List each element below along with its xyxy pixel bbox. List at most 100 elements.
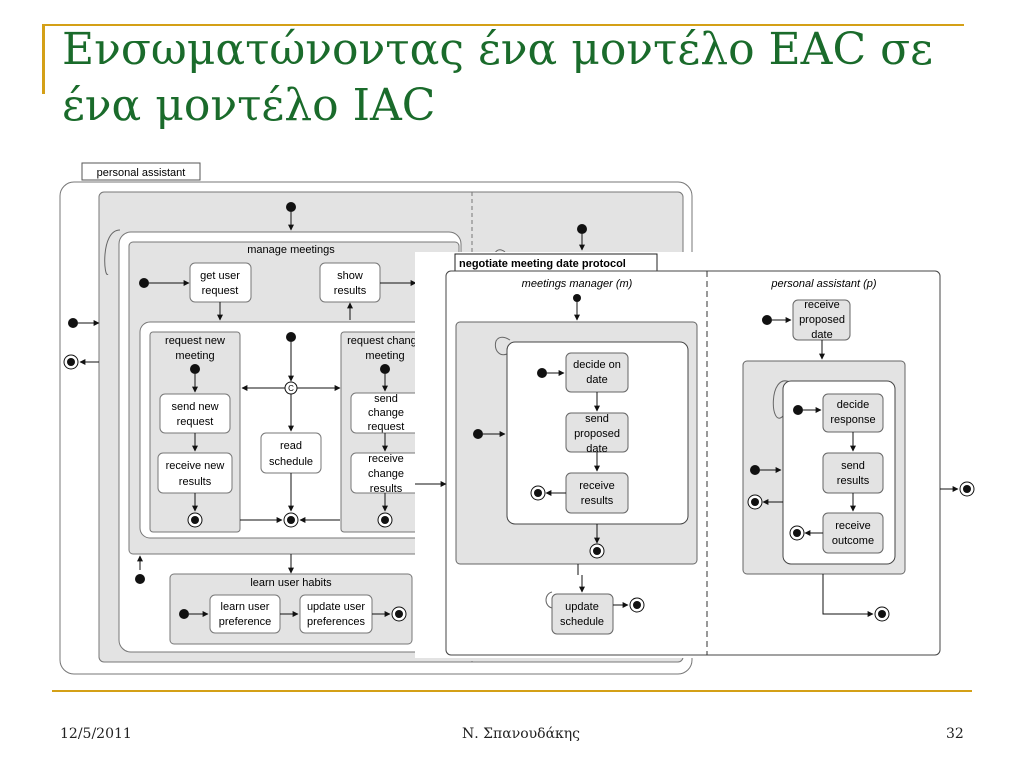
send-results-line1: send — [841, 460, 865, 472]
receive-results-state — [565, 472, 629, 514]
svg-text:meeting: meeting — [175, 350, 214, 362]
svg-text:receive: receive — [368, 453, 403, 465]
receive-proposed-date-line1: receive — [804, 299, 839, 311]
svg-text:receive: receive — [579, 480, 614, 492]
receive-results-line2: results — [581, 495, 614, 507]
bottom-rule — [52, 690, 972, 692]
learn-user-preference-line1: learn user — [221, 601, 270, 613]
decide-on-date-line1: decide on — [573, 359, 621, 371]
send-proposed-date-line2: proposed — [574, 428, 620, 440]
receive-outcome-state — [822, 512, 884, 554]
update-schedule-line2: schedule — [560, 616, 604, 628]
receive-outcome-line2: outcome — [832, 535, 874, 547]
receive-new-results-line2: results — [179, 476, 212, 488]
update-schedule-state — [551, 593, 614, 635]
decide-on-date-line2: date — [586, 374, 607, 386]
show-results-line1: show — [337, 270, 363, 282]
footer-author: Ν. Σπανουδάκης — [462, 726, 581, 742]
get-user-request-line1: get user — [200, 270, 240, 282]
svg-text:send: send — [585, 413, 609, 425]
receive-change-results-line3: results — [370, 483, 403, 495]
top-rule — [42, 24, 964, 26]
svg-text:date: date — [586, 443, 607, 455]
send-change-request-line2: change — [368, 407, 404, 419]
svg-text:receive: receive — [835, 520, 870, 532]
receive-proposed-date-line3: date — [811, 329, 832, 341]
svg-text:request: request — [177, 416, 214, 428]
send-change-request-line3: request — [368, 421, 405, 433]
receive-outcome-line1: receive — [835, 520, 870, 532]
svg-text:results: results — [179, 476, 212, 488]
learn-user-habits-label: learn user habits — [250, 577, 332, 589]
svg-text:receive new: receive new — [166, 460, 225, 472]
right-diagram: negotiate meeting date protocol meetings… — [415, 252, 975, 658]
initial-state — [68, 318, 78, 328]
title-accent-bar — [42, 24, 45, 94]
svg-text:proposed: proposed — [799, 314, 845, 326]
svg-text:request: request — [202, 285, 239, 297]
svg-text:change: change — [368, 468, 404, 480]
read-schedule-line2: schedule — [269, 456, 313, 468]
svg-text:update user: update user — [307, 601, 365, 613]
send-change-request-line1: send — [374, 393, 398, 405]
learn-user-preference-line2: preference — [219, 616, 272, 628]
footer-page-number: 32 — [946, 726, 964, 742]
send-results-state — [822, 452, 884, 494]
read-schedule-line1: read — [280, 440, 302, 452]
personal-assistant-tab-label: personal assistant — [97, 167, 186, 179]
svg-text:decide on: decide on — [573, 359, 621, 371]
svg-text:meeting: meeting — [365, 350, 404, 362]
protocol-tab-label: negotiate meeting date protocol — [459, 258, 626, 270]
svg-text:proposed: proposed — [574, 428, 620, 440]
svg-text:request: request — [368, 421, 405, 433]
initial-state — [286, 202, 296, 212]
svg-text:results: results — [334, 285, 367, 297]
svg-text:results: results — [581, 495, 614, 507]
svg-text:show: show — [337, 270, 363, 282]
svg-text:send new: send new — [171, 401, 218, 413]
svg-text:date: date — [586, 374, 607, 386]
svg-text:outcome: outcome — [832, 535, 874, 547]
personal-assistant-role-label: personal assistant (p) — [770, 278, 876, 290]
receive-proposed-date-line2: proposed — [799, 314, 845, 326]
manage-meetings-label: manage meetings — [247, 244, 335, 256]
svg-text:send: send — [374, 393, 398, 405]
connector-label: C — [288, 384, 294, 393]
svg-text:preferences: preferences — [307, 616, 366, 628]
request-new-meeting-line1: request new — [165, 335, 225, 347]
svg-text:request change: request change — [347, 335, 423, 347]
send-proposed-date-line1: send — [585, 413, 609, 425]
update-user-preferences-line2: preferences — [307, 616, 366, 628]
svg-text:learn user: learn user — [221, 601, 270, 613]
svg-text:schedule: schedule — [269, 456, 313, 468]
svg-text:date: date — [811, 329, 832, 341]
footer-date: 12/5/2011 — [60, 726, 132, 742]
svg-text:request new: request new — [165, 335, 225, 347]
request-change-meeting-line1: request change — [347, 335, 423, 347]
receive-change-results-line2: change — [368, 468, 404, 480]
receive-change-results-line1: receive — [368, 453, 403, 465]
self-loop — [104, 229, 121, 275]
decide-response-line2: response — [830, 414, 875, 426]
svg-text:results: results — [837, 475, 870, 487]
decide-response-line1: decide — [837, 399, 869, 411]
svg-text:change: change — [368, 407, 404, 419]
send-new-request-line1: send new — [171, 401, 218, 413]
send-results-line2: results — [837, 475, 870, 487]
svg-text:send: send — [841, 460, 865, 472]
svg-text:decide: decide — [837, 399, 869, 411]
svg-text:schedule: schedule — [560, 616, 604, 628]
svg-text:response: response — [830, 414, 875, 426]
get-user-request-line2: request — [202, 285, 239, 297]
svg-text:read: read — [280, 440, 302, 452]
svg-text:preference: preference — [219, 616, 272, 628]
personal-assistant-tab — [81, 162, 201, 181]
send-proposed-date-line3: date — [586, 443, 607, 455]
svg-text:receive: receive — [804, 299, 839, 311]
request-change-meeting-line2: meeting — [365, 350, 404, 362]
slide-title: Ενσωματώνοντας ένα μοντέλο EAC σε ένα μο… — [62, 24, 933, 131]
svg-text:get user: get user — [200, 270, 240, 282]
update-user-preferences-line1: update user — [307, 601, 365, 613]
send-new-request-line2: request — [177, 416, 214, 428]
